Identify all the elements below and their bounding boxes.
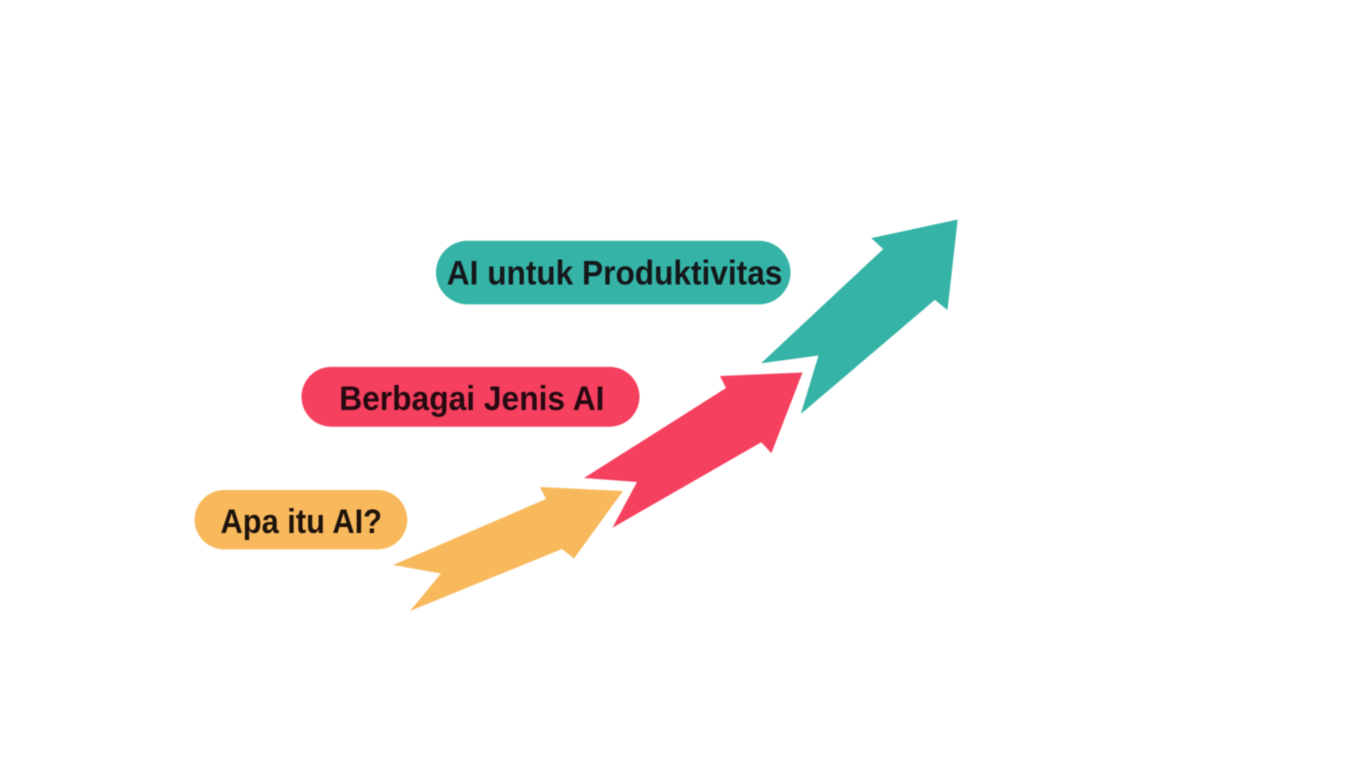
- svg-text:AI untuk Produktivitas: AI untuk Produktivitas: [447, 255, 783, 293]
- svg-text:Berbagai Jenis AI: Berbagai Jenis AI: [339, 380, 604, 418]
- svg-text:Apa itu AI?: Apa itu AI?: [221, 503, 383, 541]
